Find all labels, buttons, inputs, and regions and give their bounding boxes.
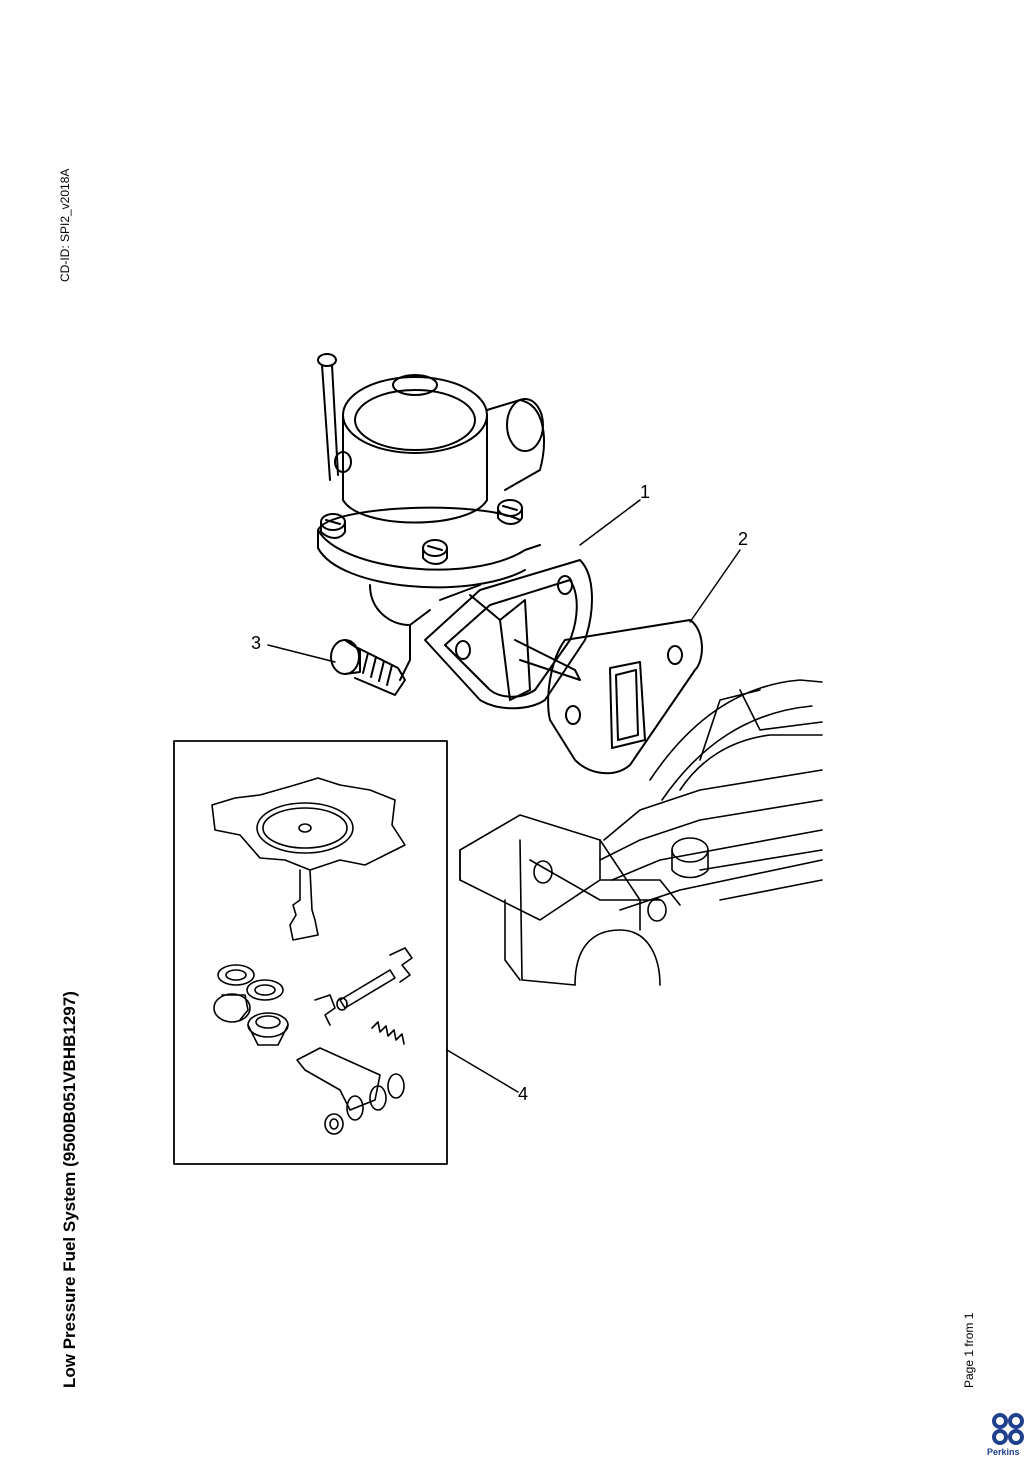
callout-2: 2 <box>738 529 748 549</box>
repair-kit-inset <box>173 740 448 1165</box>
cover-screw <box>497 499 523 525</box>
repair-kit-parts <box>211 777 413 1135</box>
callout-3: 3 <box>251 633 261 653</box>
gasket <box>547 619 703 775</box>
fuel-pump <box>317 353 593 710</box>
cover-screw <box>320 513 346 539</box>
engine-housing <box>459 679 823 986</box>
bolt <box>330 639 406 696</box>
callout-1: 1 <box>640 482 650 502</box>
perkins-logo-icon <box>992 1413 1024 1445</box>
callout-4: 4 <box>518 1084 528 1104</box>
cover-screw <box>334 451 352 473</box>
perkins-logo-text: Perkins <box>987 1447 1020 1457</box>
cover-screw <box>422 539 448 565</box>
